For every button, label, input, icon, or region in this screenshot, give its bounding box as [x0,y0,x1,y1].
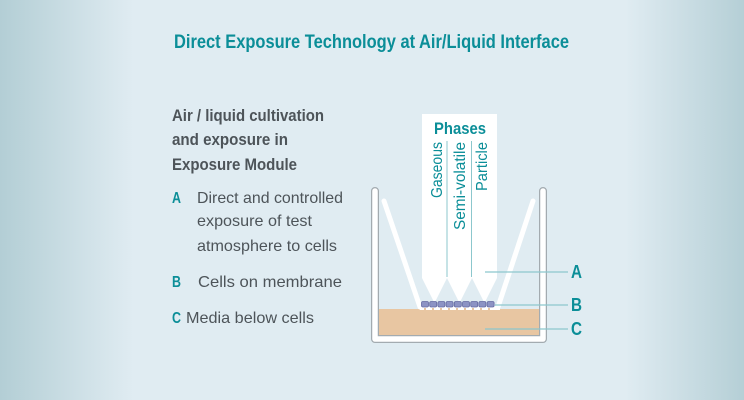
cell [478,301,487,308]
heading-line: Air / liquid cultivation [172,106,324,125]
cells [421,301,495,308]
cell [437,301,446,308]
list-item-b: B Cells on membrane [172,274,342,291]
item-letter: C [172,310,181,327]
list-item-a: A Direct and controlled exposure of test… [172,190,343,255]
item-letter: A [172,190,181,207]
cell [462,301,470,308]
well-wall [372,188,546,342]
media [378,309,540,337]
membrane [420,306,500,310]
heading-line: Exposure Module [172,155,297,174]
heading-line: and exposure in [172,130,288,149]
item-text: exposure of test [197,213,313,230]
label-c: C [571,319,582,339]
item-text: Media below cells [186,310,314,327]
cell [445,301,454,308]
label-b: B [571,295,582,315]
membrane-pores [424,308,490,310]
phase-gaseous: Gaseous [429,142,446,198]
item-letter: B [172,274,181,291]
page-title: Direct Exposure Technology at Air/Liquid… [174,32,569,53]
phases-column [422,114,497,303]
cell [470,301,479,308]
phase-particle: Particle [474,142,491,191]
right-tube [495,198,536,310]
phase-semi-volatile: Semi-volatile [452,142,469,230]
label-a: A [571,262,582,282]
cell [486,301,495,308]
description: Air / liquid cultivation and exposure in… [172,106,343,327]
phases-title: Phases [434,119,486,138]
item-text: atmosphere to cells [197,238,337,255]
list-item-c: C Media below cells [172,310,314,327]
cell [421,301,429,308]
exposure-module-diagram: Phases Gaseous Semi-volatile Particle A … [371,114,582,343]
left-tube [381,198,423,310]
cell [453,301,462,308]
item-text: Cells on membrane [198,274,342,291]
item-text: Direct and controlled [197,190,343,207]
cell [429,301,438,308]
